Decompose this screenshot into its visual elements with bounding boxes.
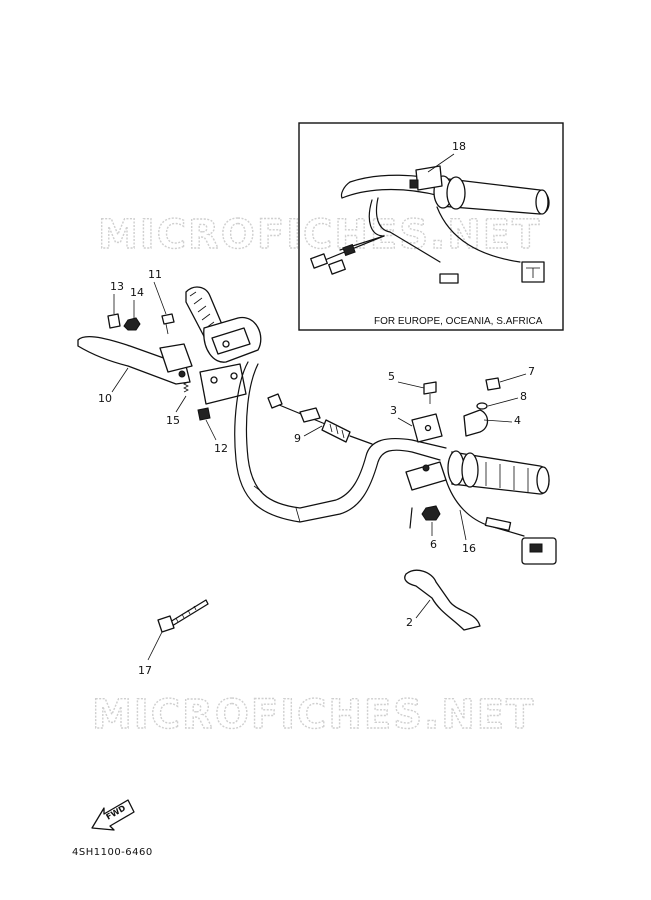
nut-14 — [123, 317, 141, 331]
inset-wire-b — [436, 206, 521, 263]
inset-frame — [298, 122, 564, 331]
lever-2 — [404, 569, 481, 631]
callout-14: 14 — [130, 286, 144, 299]
callout-11: 11 — [148, 268, 162, 281]
callout-3: 3 — [390, 404, 397, 417]
handlebar-1 — [234, 361, 447, 529]
fwd-arrow: FWD — [91, 799, 135, 831]
right-assembly: 5 3 7 8 4 6 16 2 — [388, 365, 557, 631]
holder-clamp — [199, 363, 247, 405]
inset-connector-2 — [328, 259, 346, 275]
watermark-bottom: MICROFICHES.NET — [92, 692, 535, 738]
callout-10: 10 — [98, 392, 112, 405]
watermark-top: MICROFICHES.NET — [98, 212, 541, 258]
inset-connector-1 — [310, 253, 328, 269]
callout-15: 15 — [166, 414, 180, 427]
left-assembly: 13 14 11 10 15 12 — [77, 268, 262, 455]
inset-connector-3 — [439, 273, 459, 284]
diagram-code: 4SH1100-6460 — [72, 847, 153, 858]
callout-16: 16 — [462, 542, 476, 555]
callout-5: 5 — [388, 370, 395, 383]
spring-15 — [183, 381, 189, 393]
callout-4: 4 — [514, 414, 521, 427]
callout-8: 8 — [520, 390, 527, 403]
cable-tie-17: 17 — [138, 599, 209, 677]
callout-13: 13 — [110, 280, 124, 293]
callout-7: 7 — [528, 365, 535, 378]
callout-6: 6 — [430, 538, 437, 551]
nut-6 — [421, 505, 441, 521]
washer-12 — [197, 407, 211, 421]
inset-handlebar-lower — [341, 188, 441, 199]
handlebar-upper — [234, 361, 441, 523]
inset-box: 18 FOR EUROPE, OCEANIA, S.AFRICA — [298, 122, 564, 331]
screw-7 — [485, 377, 501, 391]
inset-wire-a — [368, 199, 385, 237]
callout-9: 9 — [294, 432, 301, 445]
cap-4 — [463, 409, 489, 437]
callout-17: 17 — [138, 664, 152, 677]
screw-5 — [423, 381, 437, 395]
washer-8 — [476, 402, 488, 410]
callout-18: 18 — [452, 140, 466, 153]
brake-lever — [77, 335, 191, 385]
screw-11 — [161, 313, 175, 325]
bolt-13 — [107, 313, 121, 329]
leader-18 — [427, 153, 455, 173]
inset-caption: FOR EUROPE, OCEANIA, S.AFRICA — [374, 316, 543, 327]
handlebar-lower — [245, 363, 447, 509]
callout-2: 2 — [406, 616, 413, 629]
inset-switch-18 — [415, 165, 443, 191]
callout-12: 12 — [214, 442, 228, 455]
throttle-cable: 9 — [267, 393, 373, 445]
